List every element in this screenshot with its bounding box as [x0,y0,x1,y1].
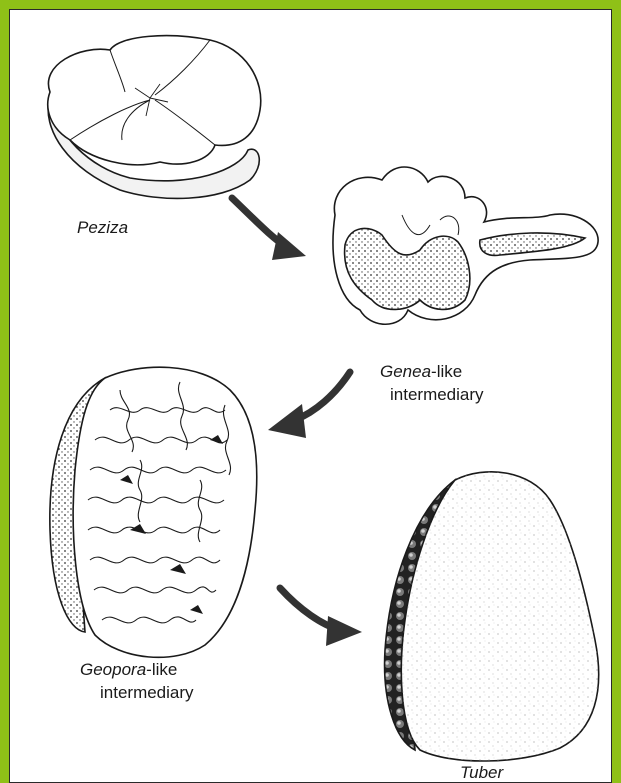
geopora-section-drawing [50,367,257,657]
tuber-section-drawing [385,472,599,761]
curved-arrow-icon [268,372,350,438]
label-genea-line2: intermediary [390,385,484,405]
peziza-cup-drawing [48,36,261,199]
label-peziza: Peziza [77,218,128,238]
label-tuber-text: Tuber [460,763,503,782]
label-geopora-suffix: -like [146,660,177,679]
diagram-panel: Peziza Genea-like intermediary Geopora-l… [9,9,612,783]
label-genea-name: Genea [380,362,431,381]
label-peziza-text: Peziza [77,218,128,237]
label-genea: Genea-like [380,362,462,382]
genea-fold-drawing [333,167,598,324]
label-geopora: Geopora-like [80,660,177,680]
label-tuber: Tuber [460,763,503,783]
label-geopora-name: Geopora [80,660,146,679]
label-geopora-line2: intermediary [100,683,194,703]
label-genea-suffix: -like [431,362,462,381]
curved-arrow-icon [232,198,306,260]
curved-arrow-icon [280,588,362,646]
